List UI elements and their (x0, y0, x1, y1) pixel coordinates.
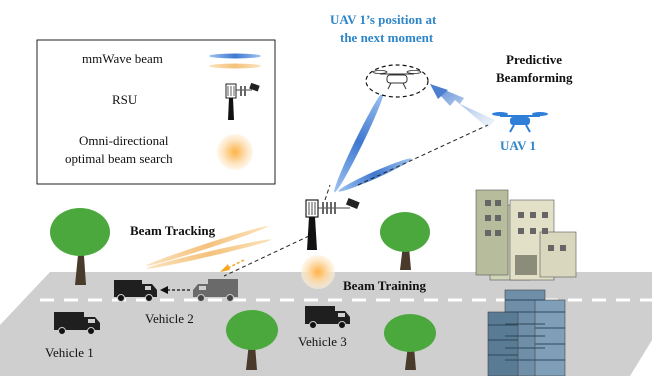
tree-icon (50, 208, 110, 285)
legend-blue-beam-icon (209, 53, 261, 59)
legend-rsu-icon (225, 82, 260, 120)
beam-training-label: Beam Training (343, 278, 426, 293)
orange-beams (146, 226, 272, 269)
legend-rsu-label: RSU (112, 92, 138, 107)
signal-lines (220, 124, 489, 277)
drone-icon (372, 70, 422, 90)
uav-next-label-line2: the next moment (340, 30, 434, 45)
predictive-label-line1: Predictive (506, 52, 562, 67)
rsu-icon (305, 197, 360, 250)
blue-beam-to-predicted-uav (334, 91, 384, 193)
omni-beam-search (301, 255, 335, 289)
tree-icon (226, 310, 278, 370)
glass-buildings-icon (487, 289, 566, 376)
vehicle-1-truck-icon (54, 312, 100, 335)
vehicle3-label: Vehicle 3 (298, 334, 347, 349)
vehicle2-label: Vehicle 2 (145, 311, 194, 326)
uav-next-label-line1: UAV 1’s position at (330, 12, 437, 27)
office-buildings-icon (475, 189, 577, 281)
vehicle-movement-arrow (160, 286, 190, 294)
blue-beam-to-uav1 (338, 158, 412, 192)
predictive-label-line2: Beamforming (496, 70, 573, 85)
legend-omni-beam-icon (217, 134, 253, 170)
vehicle-2-truck-icon (114, 280, 157, 302)
vehicle-3-truck-icon (305, 306, 350, 329)
legend-omni-line1: Omni-directional (79, 133, 169, 148)
uav1-label: UAV 1 (500, 138, 536, 153)
beam-tracking-label: Beam Tracking (130, 223, 216, 238)
blue-beams (334, 91, 412, 193)
tree-icon (380, 212, 430, 270)
legend-omni-line2: optimal beam search (65, 151, 173, 166)
vehicle1-label: Vehicle 1 (45, 345, 94, 360)
legend-box: mmWave beam RSU Omni-directional optimal… (36, 39, 276, 185)
orange-beam-2 (146, 226, 268, 266)
legend-orange-beam-icon (209, 63, 261, 69)
tree-icon (384, 314, 436, 370)
vehicle-2-next-truck-icon (193, 279, 238, 302)
predicted-uav-position (365, 64, 429, 98)
predictive-arrow-icon (430, 84, 495, 128)
uav1-drone-icon (492, 112, 548, 133)
orange-beam-1 (146, 239, 272, 269)
legend-mmwave-label: mmWave beam (82, 51, 163, 66)
